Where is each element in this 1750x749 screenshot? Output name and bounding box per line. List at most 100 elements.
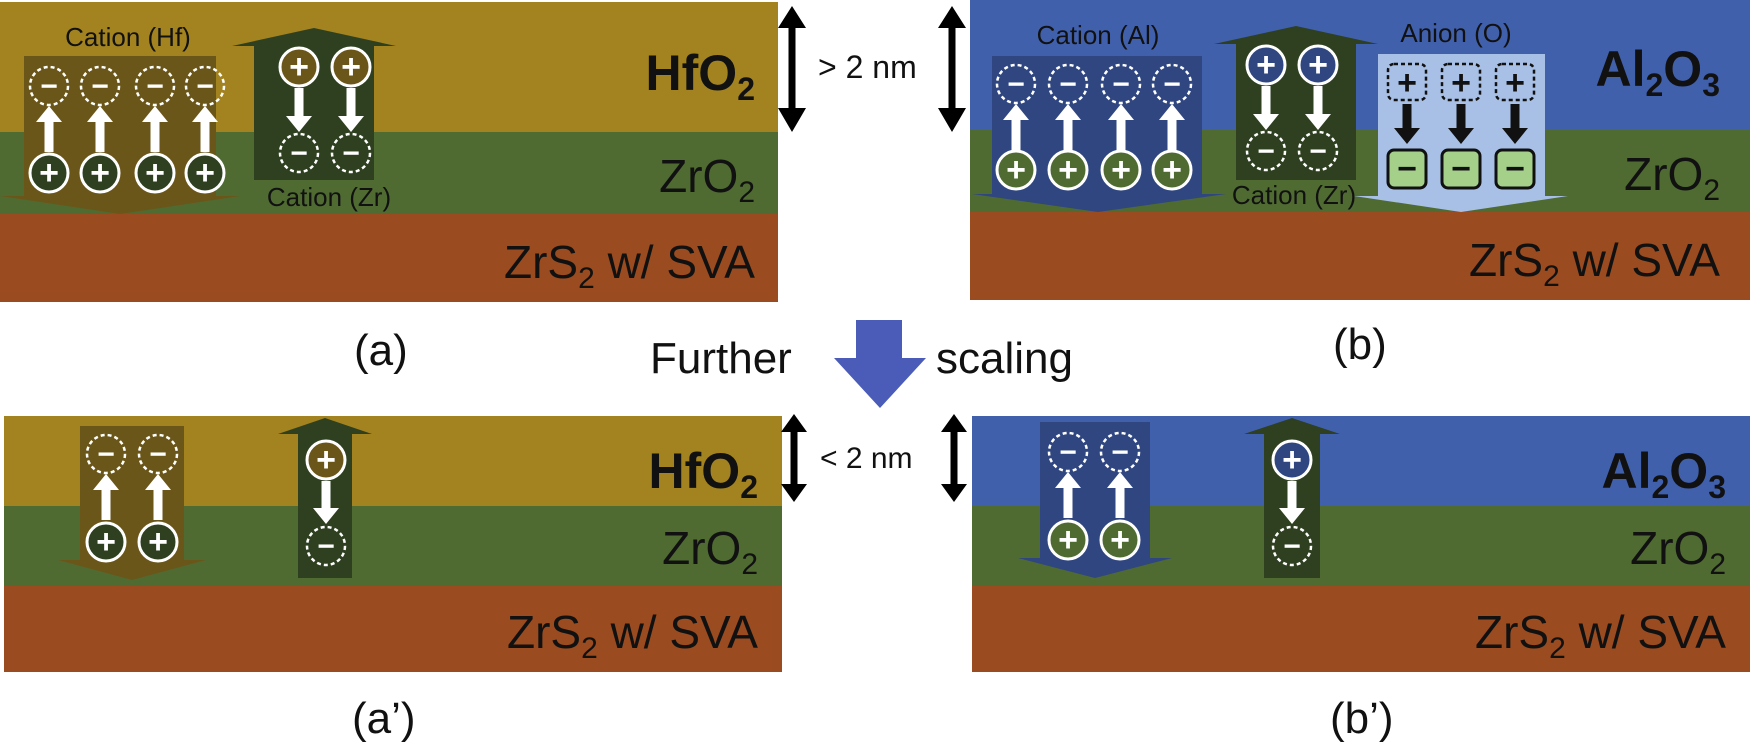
al2o3-label: Al2O3 (1602, 443, 1727, 505)
anion-dipoles: + − + − + − (1386, 62, 1536, 190)
caption-b-prime: (b’) (1330, 694, 1394, 743)
plus-symbol: + (1451, 64, 1471, 102)
al-cation-arrow (1018, 422, 1172, 578)
dipole-hf-4: − + (184, 65, 226, 194)
minus-symbol: − (1059, 436, 1077, 469)
panel-a-prime-diagram: − + − + + − HfO2 ZrO2 ZrS2 w/ SVA (4, 416, 782, 672)
plus-symbol: + (1162, 151, 1182, 189)
dipole-al-4: − + (1151, 63, 1193, 191)
zr-cation-arrow (1214, 26, 1378, 180)
plus-symbol: + (145, 154, 165, 192)
minus-symbol: − (1111, 436, 1129, 469)
caption-a-prime: (a’) (352, 694, 416, 743)
minus-symbol: − (1112, 68, 1130, 101)
zrs2-layer (970, 212, 1750, 300)
zrs2-label: ZrS2 w/ SVA (507, 606, 758, 665)
minus-symbol: − (146, 70, 164, 103)
plus-symbol: + (341, 48, 361, 86)
dipole-zr-1: + − (1271, 439, 1313, 567)
minus-symbol: − (1059, 68, 1077, 101)
plus-symbol: + (1397, 64, 1417, 102)
thickness-lt-label: < 2 nm (820, 442, 913, 475)
further-label: Further (650, 334, 792, 383)
panel-b-diagram: Cation (Al) − + − + − + − (970, 0, 1750, 300)
zrs2-layer (972, 586, 1750, 672)
caption-a: (a) (354, 326, 408, 375)
minus-symbol: − (1309, 135, 1327, 168)
minus-symbol: − (290, 137, 308, 170)
dipole-al-2: − + (1047, 63, 1089, 191)
zrs2-label: ZrS2 w/ SVA (504, 236, 755, 295)
minus-symbol: − (40, 70, 58, 103)
dipole-al-1: − + (995, 63, 1037, 191)
caption-b: (b) (1333, 320, 1387, 369)
dipole-al-3: − + (1100, 63, 1142, 191)
thickness-marker-top: > 2 nm (778, 6, 966, 132)
plus-symbol: + (1282, 441, 1302, 479)
plus-symbol: + (1058, 521, 1078, 559)
zro2-label: ZrO2 (1630, 522, 1726, 581)
zro2-label: ZrO2 (662, 522, 758, 581)
hfo2-label: HfO2 (649, 443, 758, 505)
minus-symbol: − (1451, 150, 1471, 188)
minus-symbol: − (1397, 150, 1417, 188)
dipole-o-3: + − (1494, 62, 1536, 190)
minus-symbol: − (149, 438, 167, 471)
zrs2-layer (0, 214, 778, 302)
plus-symbol: + (195, 154, 215, 192)
zro2-label: ZrO2 (1624, 148, 1720, 207)
dipole-zr-1: + − (278, 46, 320, 174)
panel-a-diagram: Cation (Hf) − + − + − + − (0, 2, 778, 302)
hf-dipoles: − + − + − + − + (28, 65, 226, 194)
plus-symbol: + (1111, 151, 1131, 189)
al2o3-label: Al2O3 (1596, 41, 1721, 103)
anion-o-label: Anion (O) (1400, 18, 1511, 48)
dipole-o-2: + − (1440, 62, 1482, 190)
thickness-gt-label: > 2 nm (818, 49, 917, 85)
dipole-zr-1: + − (1245, 44, 1287, 172)
dipole-hf-1: − + (85, 433, 127, 563)
al-dipoles: − + − + (1047, 431, 1141, 561)
dipole-hf-2: − + (137, 433, 179, 563)
al-dipoles: − + − + − + − + (995, 63, 1193, 191)
scaling-arrow-icon (834, 320, 926, 408)
plus-symbol: + (1058, 151, 1078, 189)
minus-symbol: − (1163, 68, 1181, 101)
cation-al-label: Cation (Al) (1037, 20, 1160, 50)
zr-cation-arrow (232, 28, 396, 180)
zr-dipoles: + − + − (1245, 44, 1339, 172)
dipole-al-1: − + (1047, 431, 1089, 561)
hf-cation-arrow (58, 426, 206, 580)
plus-symbol: + (1006, 151, 1026, 189)
plus-symbol: + (1256, 46, 1276, 84)
minus-symbol: − (196, 70, 214, 103)
dipole-o-1: + − (1386, 62, 1428, 190)
minus-symbol: − (342, 137, 360, 170)
dipole-hf-2: − + (79, 65, 121, 194)
dipole-zr-2: + − (1297, 44, 1339, 172)
cation-hf-label: Cation (Hf) (65, 22, 191, 52)
minus-symbol: − (1007, 68, 1025, 101)
minus-symbol: − (1505, 150, 1525, 188)
minus-symbol: − (91, 70, 109, 103)
hf-dipoles: − + − + (85, 433, 179, 563)
cation-zr-label: Cation (Zr) (267, 182, 391, 212)
dipole-zr-2: + − (330, 46, 372, 174)
plus-symbol: + (1308, 46, 1328, 84)
plus-symbol: + (1505, 64, 1525, 102)
plus-symbol: + (96, 523, 116, 561)
thickness-marker-bottom: < 2 nm (781, 414, 967, 502)
dipole-al-2: − + (1099, 431, 1141, 561)
dipole-hf-1: − + (28, 65, 70, 194)
zrs2-layer (4, 586, 782, 672)
zr-dipoles: + − + − (278, 46, 372, 174)
panel-b-prime-diagram: − + − + + − Al2O3 ZrO2 ZrS2 w/ SVA (972, 416, 1750, 672)
minus-symbol: − (1257, 135, 1275, 168)
hfo2-label: HfO2 (646, 45, 755, 107)
dipole-hf-3: − + (134, 65, 176, 194)
plus-symbol: + (90, 154, 110, 192)
dipole-zr-1: + − (305, 439, 347, 567)
plus-symbol: + (289, 48, 309, 86)
plus-symbol: + (1110, 521, 1130, 559)
plus-symbol: + (39, 154, 59, 192)
